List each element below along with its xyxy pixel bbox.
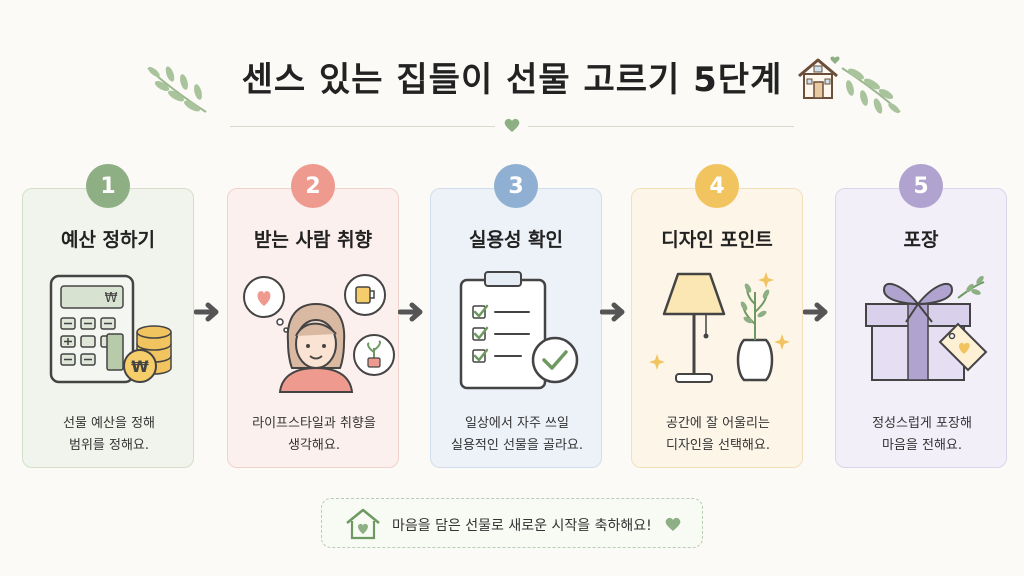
step-card-1: 1 예산 정하기 ₩ ₩ 선물 예산을 정해 범위를 정해요. xyxy=(22,164,194,468)
lamp-vase-icon xyxy=(649,272,790,383)
step-card-5: 5 포장 정성스럽게 포장해 마음을 전해요. xyxy=(835,164,1007,468)
step-description: 라이프스타일과 취향을 생각해요. xyxy=(252,416,376,453)
step-description: 일상에서 자주 쓰일 실용적인 선물을 골라요. xyxy=(451,416,583,453)
house-icon xyxy=(798,56,840,99)
checklist-clipboard-icon xyxy=(459,271,579,390)
heart-icon xyxy=(504,118,520,132)
step-title: 받는 사람 취향 xyxy=(253,229,373,251)
step-number-badge: 1 xyxy=(86,164,130,208)
house-heart-icon xyxy=(346,508,380,540)
page-title: 센스 있는 집들이 선물 고르기 5단계 xyxy=(241,60,783,100)
leaf-branch-icon xyxy=(841,67,901,114)
divider-left xyxy=(230,126,495,127)
leaf-branch-icon xyxy=(147,66,207,113)
person-thinking-icon xyxy=(243,274,395,393)
step-title: 디자인 포인트 xyxy=(661,229,773,251)
step-title: 예산 정하기 xyxy=(60,229,155,251)
divider-right xyxy=(528,126,794,127)
step-card-2: 2 받는 사람 취향 라이프스타일과 취향을 생각해요. xyxy=(227,164,399,468)
step-number-badge: 4 xyxy=(695,164,739,208)
step-title: 포장 xyxy=(903,229,939,251)
step-description: 선물 예산을 정해 범위를 정해요. xyxy=(63,416,155,453)
closing-message-banner: 마음을 담은 선물로 새로운 시작을 축하해요! xyxy=(321,498,703,548)
banner-message: 마음을 담은 선물로 새로운 시작을 축하해요! xyxy=(392,518,652,534)
step-card-3: 3 실용성 확인 일상에서 자주 쓰일 실용적인 선물을 골라요. xyxy=(430,164,602,468)
coin-won-symbol: ₩ xyxy=(131,357,149,376)
step-number-badge: 2 xyxy=(291,164,335,208)
calculator-icon: ₩ ₩ xyxy=(49,274,172,384)
step-title: 실용성 확인 xyxy=(468,229,563,251)
arrow-right-icon xyxy=(803,302,828,322)
arrow-right-icon xyxy=(194,302,219,322)
arrow-right-icon xyxy=(398,302,423,322)
gift-box-icon xyxy=(865,275,988,381)
heart-icon xyxy=(665,517,681,531)
step-number-badge: 5 xyxy=(899,164,943,208)
step-description: 정성스럽게 포장해 마음을 전해요. xyxy=(872,416,972,453)
step-description: 공간에 잘 어울리는 디자인을 선택해요. xyxy=(666,416,770,453)
step-card-4: 4 디자인 포인트 공간에 잘 어울리는 디자인을 선택해요. xyxy=(631,164,803,468)
arrow-right-icon xyxy=(600,302,625,322)
step-number-badge: 3 xyxy=(494,164,538,208)
calculator-display-won: ₩ xyxy=(105,291,118,306)
